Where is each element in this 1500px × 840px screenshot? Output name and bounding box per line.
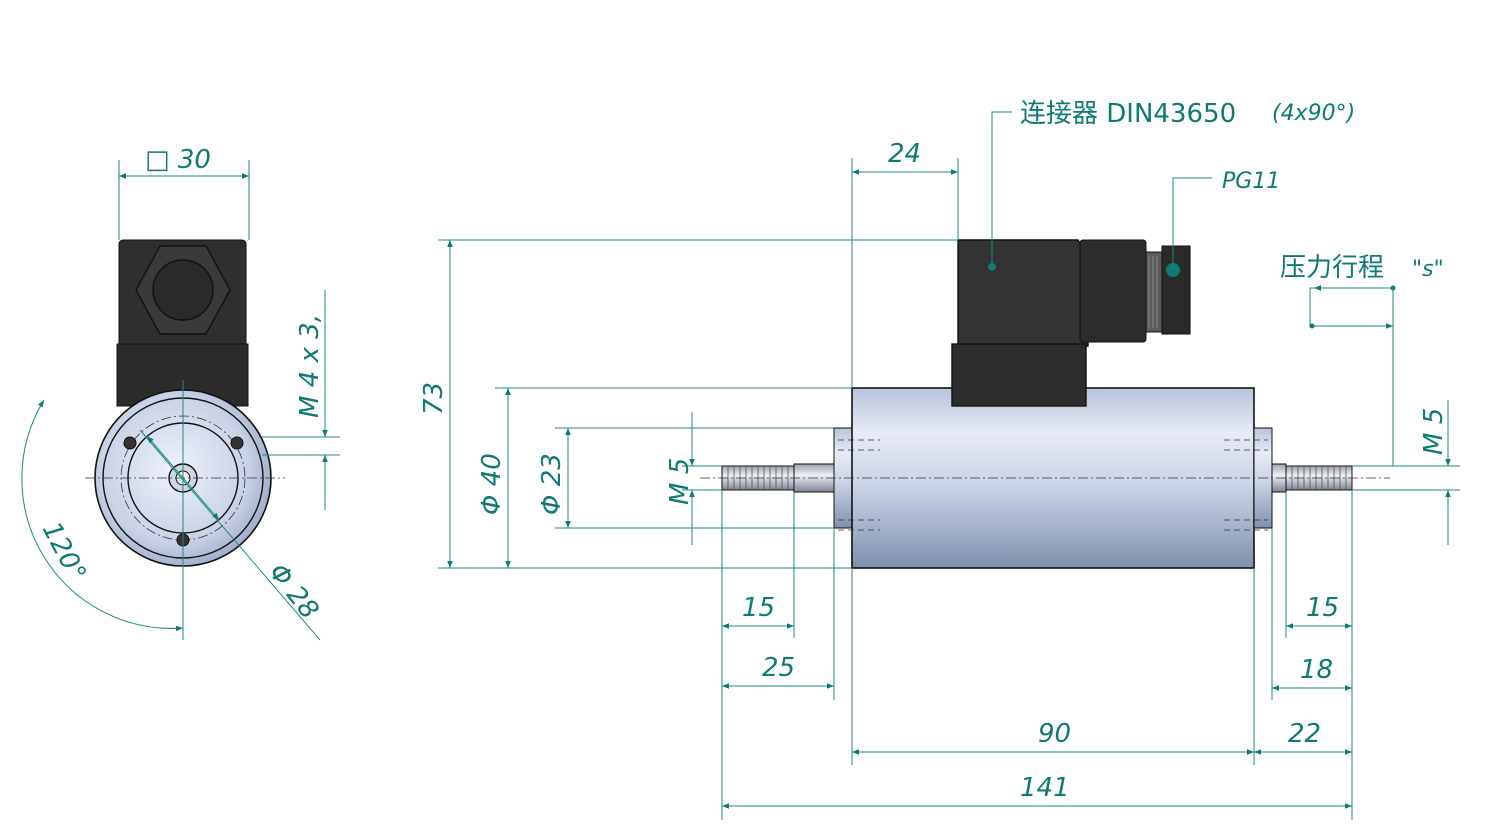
- connector-label: 连接器 DIN43650: [1020, 99, 1236, 129]
- dim-angle-120: 120°: [36, 517, 92, 586]
- dim-m5-left: M 5: [665, 458, 695, 505]
- mount-hole-1: [123, 436, 137, 450]
- dim-90: 90: [1038, 719, 1071, 749]
- dim-18: 18: [1300, 655, 1333, 685]
- dim-15-left: 15: [742, 593, 775, 623]
- dim-141: 141: [1020, 773, 1070, 803]
- gland-label: PG11: [1222, 169, 1280, 194]
- connector-screw: [152, 259, 214, 321]
- cable-gland: [1161, 245, 1191, 335]
- connector-socket: [951, 343, 1087, 407]
- end-view: [85, 239, 285, 640]
- connector-head: [1079, 239, 1147, 343]
- dim-24: 24: [888, 139, 921, 169]
- side-view: [700, 239, 1390, 569]
- dim-73: 73: [419, 382, 449, 415]
- dim-m4: M 4 x 3,: [295, 314, 325, 418]
- connector-note: (4x90°): [1272, 101, 1355, 126]
- dim-15-right: 15: [1306, 593, 1339, 623]
- end-view-dimensions: □ 30 M 4 x 3, 120° Φ 28: [21, 145, 340, 641]
- dim-25: 25: [762, 653, 795, 683]
- dim-square-30: □ 30: [145, 145, 211, 175]
- dim-dia-28: Φ 28: [262, 558, 324, 625]
- gland-nut: [1145, 251, 1163, 333]
- dim-22: 22: [1288, 719, 1321, 749]
- dim-m5-right: M 5: [1419, 408, 1449, 455]
- side-view-labels: 连接器 DIN43650 (4x90°) PG11 压力行程 "s": [991, 99, 1444, 329]
- angle-arc: [21, 399, 184, 632]
- side-view-dimensions: 24 73 Φ 40 Φ 23 M 5 M 5: [419, 139, 1460, 820]
- stroke-label: 压力行程: [1280, 253, 1384, 283]
- dim-dia-40: Φ 40: [477, 453, 507, 515]
- mount-hole-2: [230, 436, 244, 450]
- dim-dia-23: Φ 23: [537, 453, 567, 515]
- stroke-symbol: "s": [1412, 257, 1444, 282]
- connector-housing: [957, 239, 1089, 347]
